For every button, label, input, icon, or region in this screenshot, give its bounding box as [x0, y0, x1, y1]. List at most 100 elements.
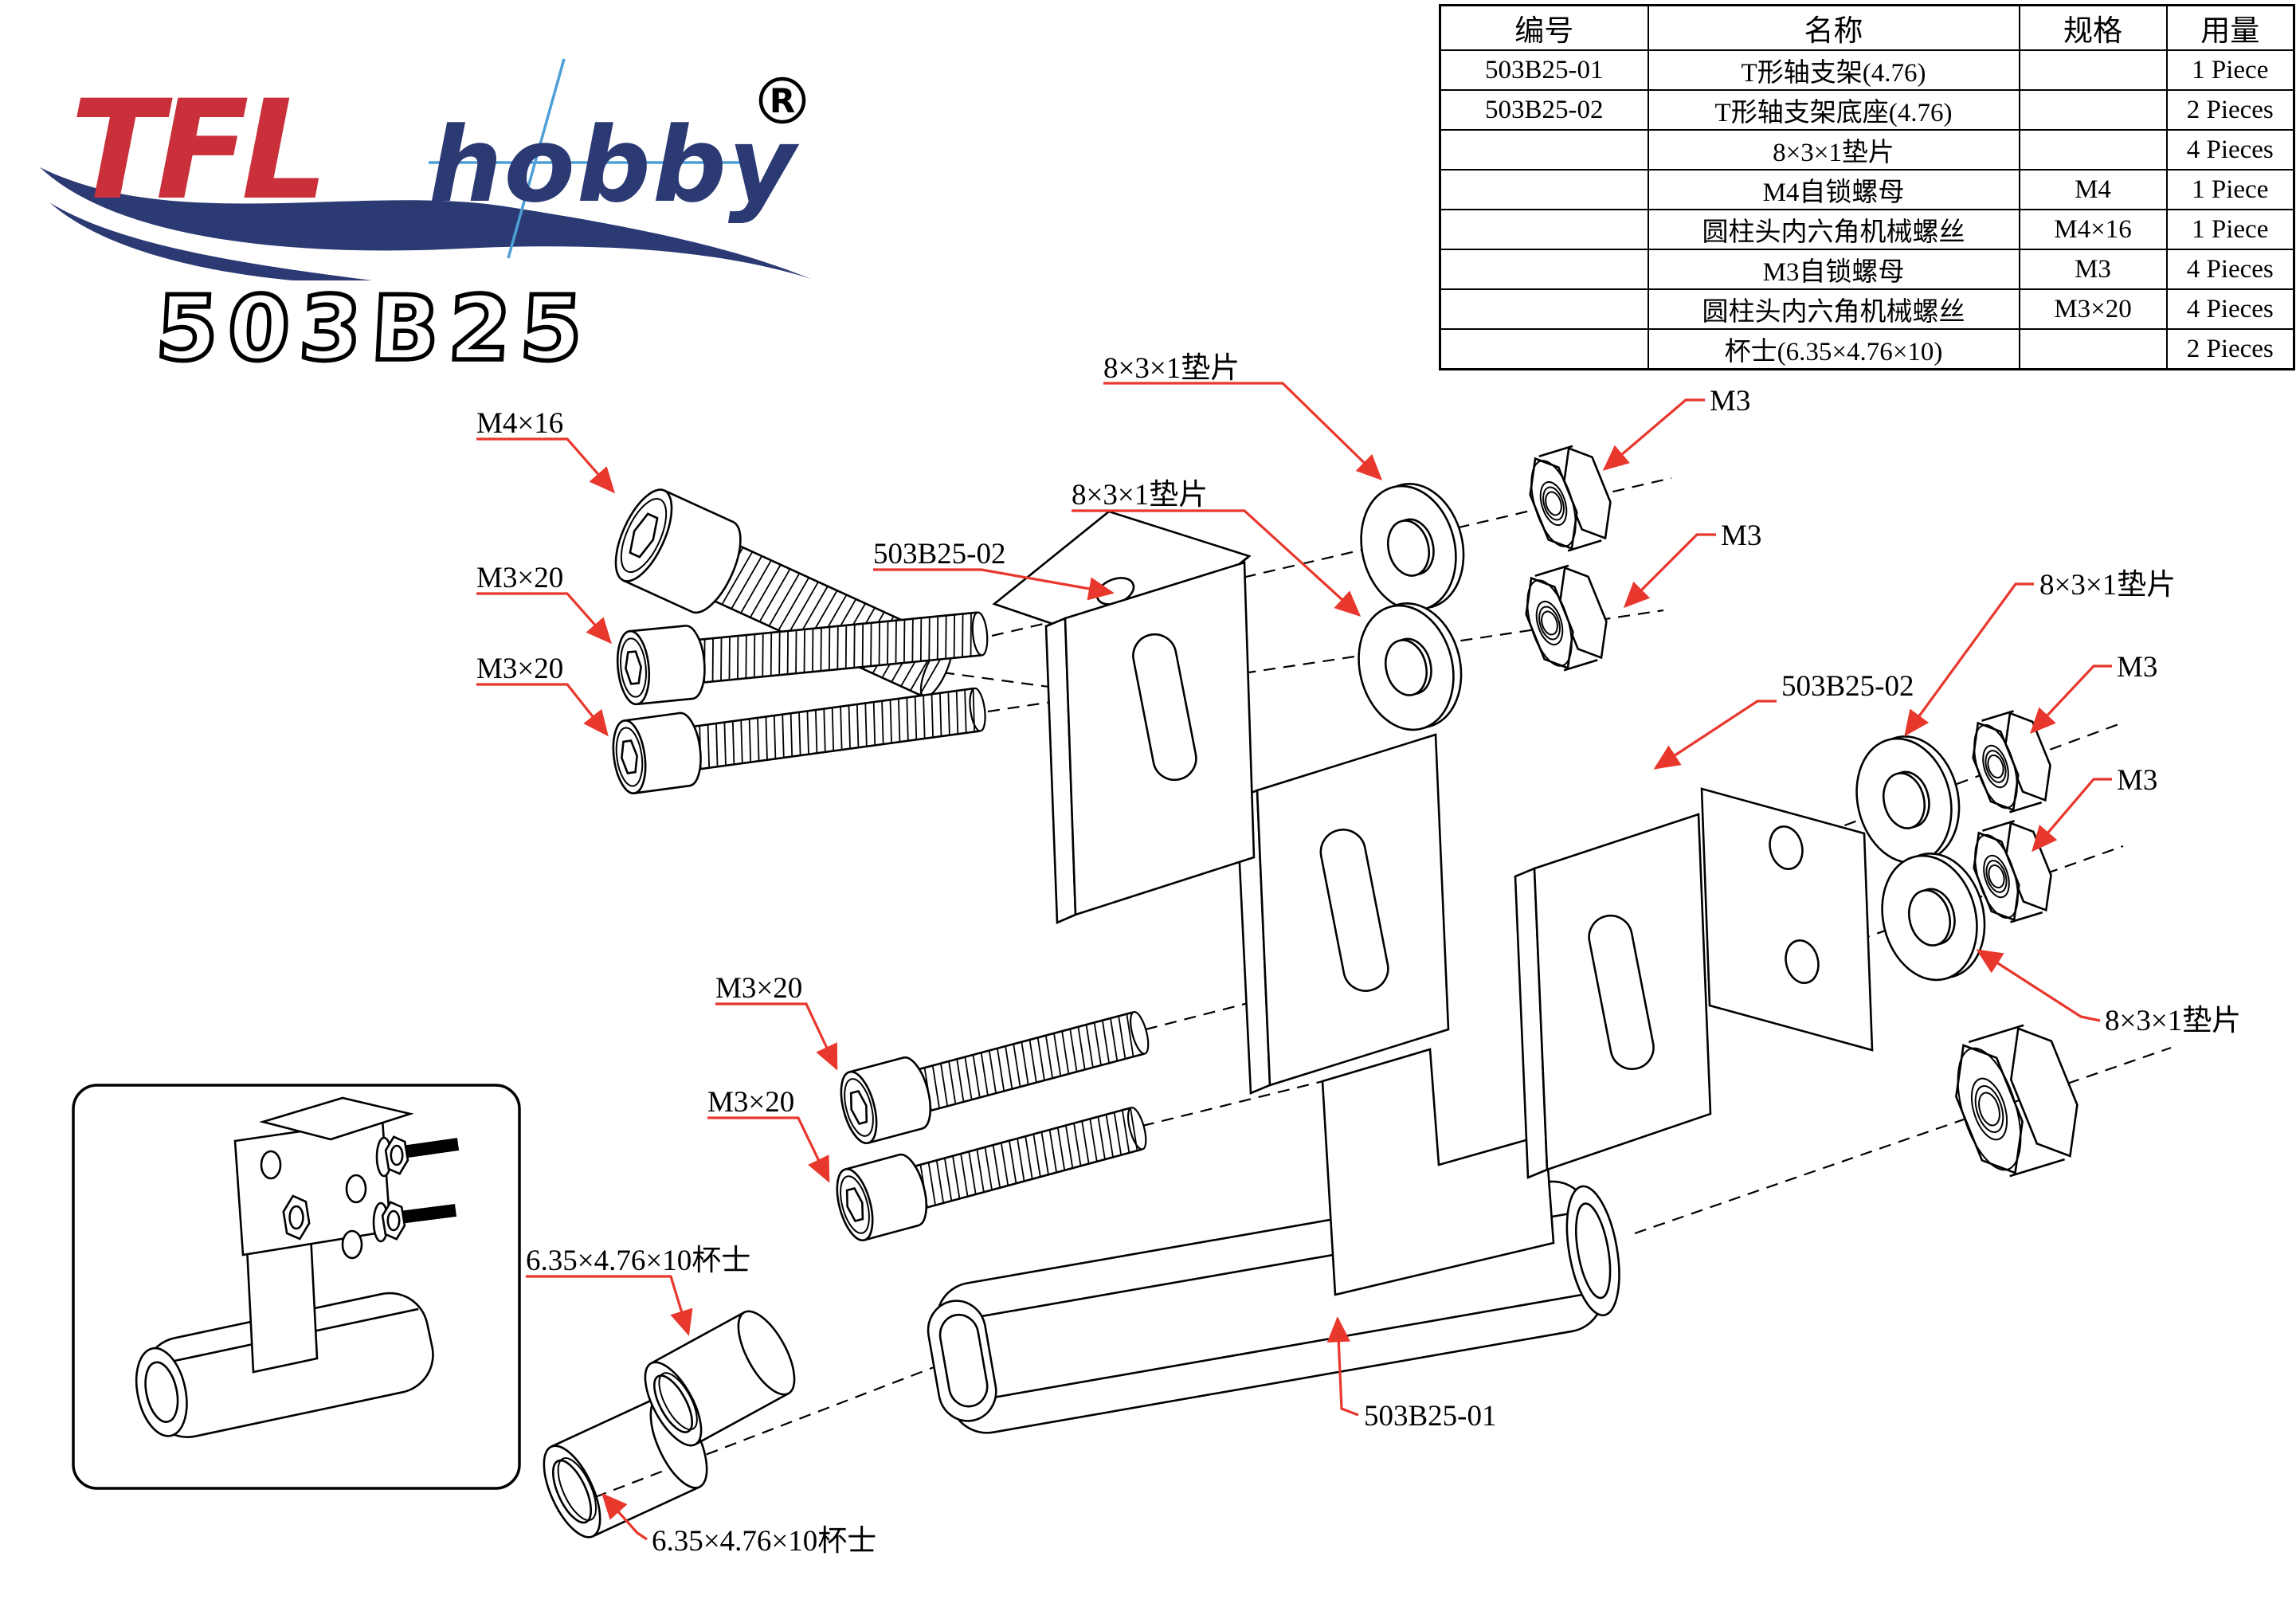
leader-line	[526, 1275, 693, 1336]
bushing-cup	[644, 1310, 796, 1447]
hex-nut-m3	[1529, 445, 1612, 552]
hex-nut-m3	[1972, 710, 2051, 813]
leader-line	[1103, 382, 1383, 481]
table-cell: 杯士(6.35×4.76×10)	[1647, 328, 2020, 370]
leader-line	[2032, 778, 2112, 853]
callout-base-2: 503B25-02	[1653, 670, 1914, 770]
callout-label: 8×3×1垫片	[2039, 569, 2176, 602]
callout-label: M4×16	[476, 407, 563, 440]
table-header-cell: 用量	[2165, 4, 2295, 51]
callout-washer-br: 8×3×1垫片	[1976, 949, 2241, 1037]
table-cell: 1 Piece	[2165, 209, 2295, 250]
table-cell	[2018, 49, 2168, 91]
callout-label: 6.35×4.76×10杯士	[526, 1245, 750, 1277]
callout-washer-2: 8×3×1垫片	[1072, 479, 1362, 617]
callout-label: M3×20	[715, 972, 802, 1005]
registered-trademark-letter: R	[770, 81, 795, 120]
callout-label: M3	[1721, 519, 1761, 552]
assembled-view-inset	[72, 1084, 521, 1490]
washer-8x3x1	[1360, 483, 1465, 612]
screw-m3x20	[616, 611, 989, 706]
callout-t-bracket: 503B25-01	[1326, 1316, 1497, 1433]
table-cell: 503B25-01	[1439, 49, 1649, 91]
logo-text-tfl: TFL	[70, 70, 320, 230]
table-row: 8×3×1垫片 4 Pieces	[1439, 129, 2295, 171]
callout-m3-3: M3	[2029, 651, 2157, 735]
table-header-cell: 编号	[1439, 4, 1649, 51]
callout-label: 503B25-02	[1781, 670, 1914, 703]
hex-nut-m3	[1973, 820, 2052, 923]
leader-line	[1326, 1316, 1359, 1417]
table-cell: 2 Pieces	[2165, 89, 2295, 131]
callout-m3x20-4: M3×20	[707, 1086, 830, 1183]
callout-label: M3×20	[476, 562, 563, 594]
table-cell: 4 Pieces	[2165, 249, 2295, 290]
leader-line	[476, 683, 609, 737]
screw-m3x20	[612, 687, 986, 794]
leader-line	[476, 437, 615, 494]
leader-line	[1904, 582, 2034, 737]
registered-trademark-icon	[758, 76, 806, 124]
callout-label: M3	[2117, 651, 2157, 684]
callout-label: M3	[2117, 764, 2157, 797]
callout-bushing-1: 6.35×4.76×10杯士	[526, 1245, 750, 1336]
parts-table-header-row: 编号名称规格用量	[1439, 4, 2295, 51]
callout-label: 6.35×4.76×10杯士	[652, 1525, 876, 1558]
table-cell: 2 Pieces	[2165, 328, 2295, 370]
table-cell: M4×16	[2018, 209, 2168, 250]
table-cell: 4 Pieces	[2165, 129, 2295, 171]
table-cell	[2018, 328, 2168, 370]
callout-label: 8×3×1垫片	[2105, 1005, 2241, 1037]
table-cell	[2018, 89, 2168, 131]
table-cell	[1439, 249, 1649, 290]
washer-8x3x1	[1358, 602, 1463, 731]
table-cell: 503B25-02	[1439, 89, 1649, 131]
callout-base-1: 503B25-02	[873, 538, 1115, 601]
leader-line	[1976, 949, 2101, 1022]
callout-m3-2: M3	[1623, 519, 1761, 609]
callout-label: 503B25-02	[873, 538, 1006, 570]
callout-bushing-2: 6.35×4.76×10杯士	[601, 1492, 876, 1558]
callout-label: 8×3×1垫片	[1103, 352, 1240, 385]
callout-m3x20-1: M3×20	[476, 562, 612, 645]
callout-m3x20-2: M3×20	[476, 653, 609, 737]
leader-line	[707, 1116, 830, 1183]
leader-line	[873, 568, 1115, 601]
table-cell: M3自锁螺母	[1647, 249, 2020, 290]
t-bracket-503b25-01	[1235, 733, 1555, 1296]
callout-washer-right: 8×3×1垫片	[1904, 569, 2176, 737]
hex-nut-m3	[1525, 564, 1608, 672]
callout-label: M3×20	[707, 1086, 794, 1119]
washer-8x3x1	[1855, 735, 1961, 864]
model-number-title: 503B25	[151, 275, 597, 383]
callout-m4x16: M4×16	[476, 407, 615, 494]
table-cell: M3×20	[2018, 288, 2168, 330]
leader-line	[2029, 664, 2112, 735]
table-cell: 4 Pieces	[2165, 288, 2295, 330]
table-header-cell: 名称	[1647, 4, 2020, 51]
leader-line	[1623, 533, 1716, 609]
leader-line	[1653, 700, 1777, 770]
table-cell	[2018, 129, 2168, 171]
base-bracket-left-503b25-02	[992, 510, 1256, 924]
screw-m3x20	[840, 1010, 1150, 1145]
tfl-hobby-logo: TFL hobby R	[40, 58, 811, 280]
callout-label: 503B25-01	[1364, 1400, 1497, 1433]
table-cell: 8×3×1垫片	[1647, 129, 2020, 171]
table-cell: M4自锁螺母	[1647, 169, 2020, 210]
table-cell	[1439, 288, 1649, 330]
callout-label: M3×20	[476, 653, 563, 685]
leader-line	[1602, 398, 1705, 471]
callout-washer-top: 8×3×1垫片	[1103, 352, 1383, 481]
leader-line	[715, 1002, 838, 1071]
table-header-cell: 规格	[2018, 4, 2168, 51]
callout-m3-1: M3	[1602, 385, 1750, 471]
